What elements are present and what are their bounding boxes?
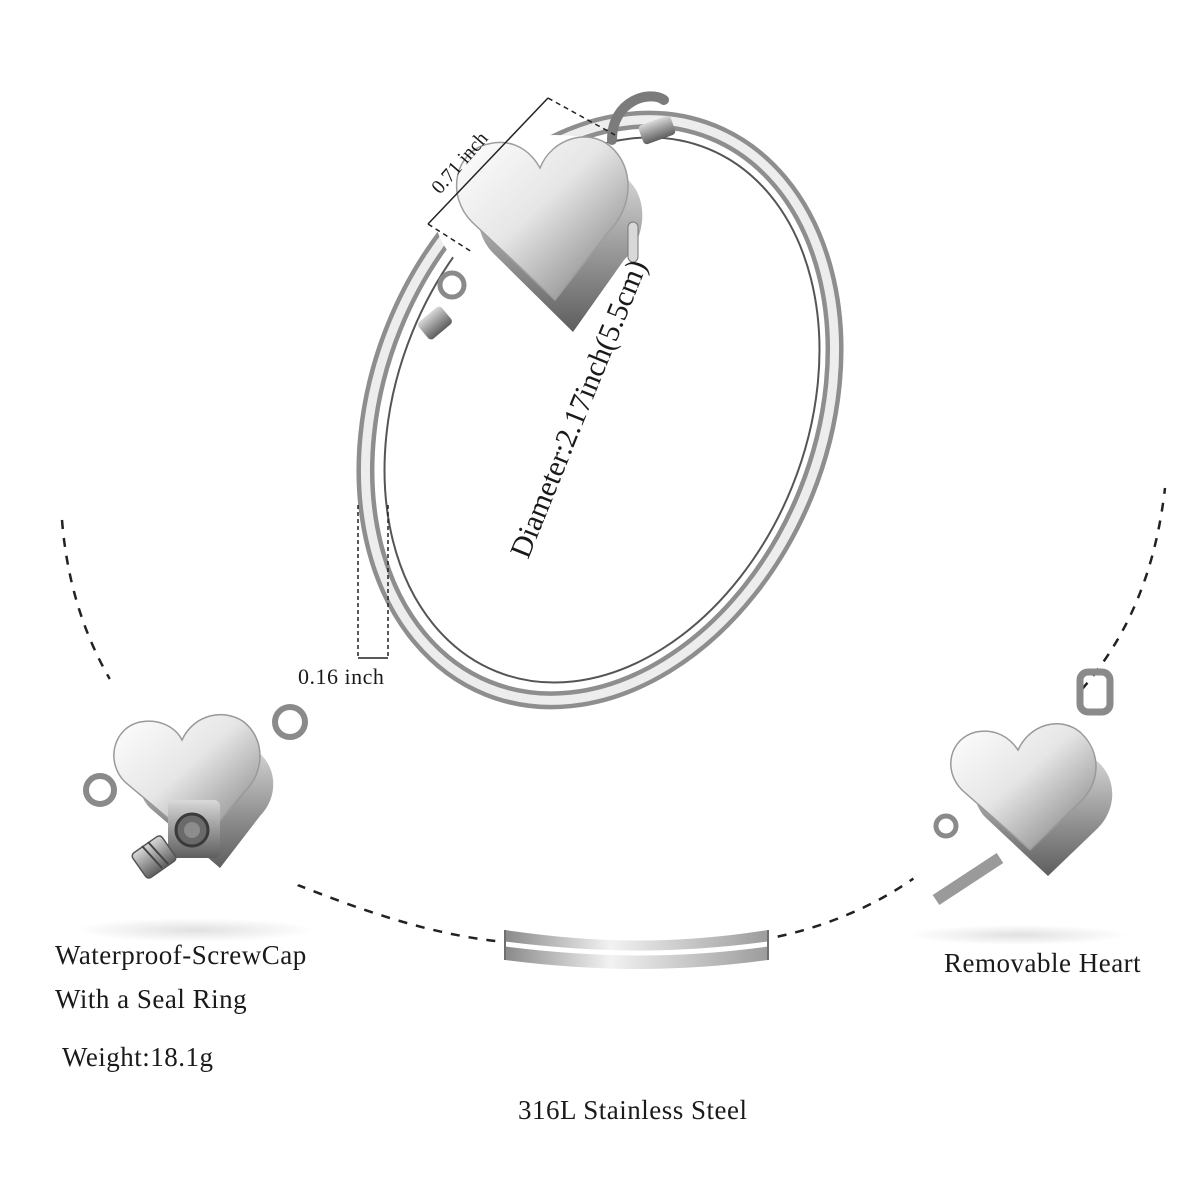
bangle-end-right xyxy=(638,115,676,145)
removable-heart-detail xyxy=(890,668,1146,945)
screw-cap-detail xyxy=(55,650,335,942)
bangle-end-left xyxy=(418,306,452,340)
screw-cap-label-line2: With a Seal Ring xyxy=(55,984,248,1014)
jump-ring xyxy=(437,270,467,300)
steel-band-detail xyxy=(497,930,769,1100)
weight-label: Weight:18.1g xyxy=(62,1042,214,1072)
screw-cap xyxy=(131,835,177,879)
bangle-hook xyxy=(607,91,669,145)
bangle-inner-line xyxy=(383,136,821,684)
heart-pendant xyxy=(455,136,643,332)
removable-heart-label: Removable Heart xyxy=(944,948,1142,978)
bangle-outer-highlight xyxy=(360,115,840,705)
thickness-label: 0.16 inch xyxy=(298,664,385,689)
material-label: 316L Stainless Steel xyxy=(518,1095,748,1125)
screw-cap-label-line1: Waterproof-ScrewCap xyxy=(55,940,307,970)
width-dimension-line xyxy=(427,97,616,253)
thickness-dimension-line xyxy=(357,505,389,659)
